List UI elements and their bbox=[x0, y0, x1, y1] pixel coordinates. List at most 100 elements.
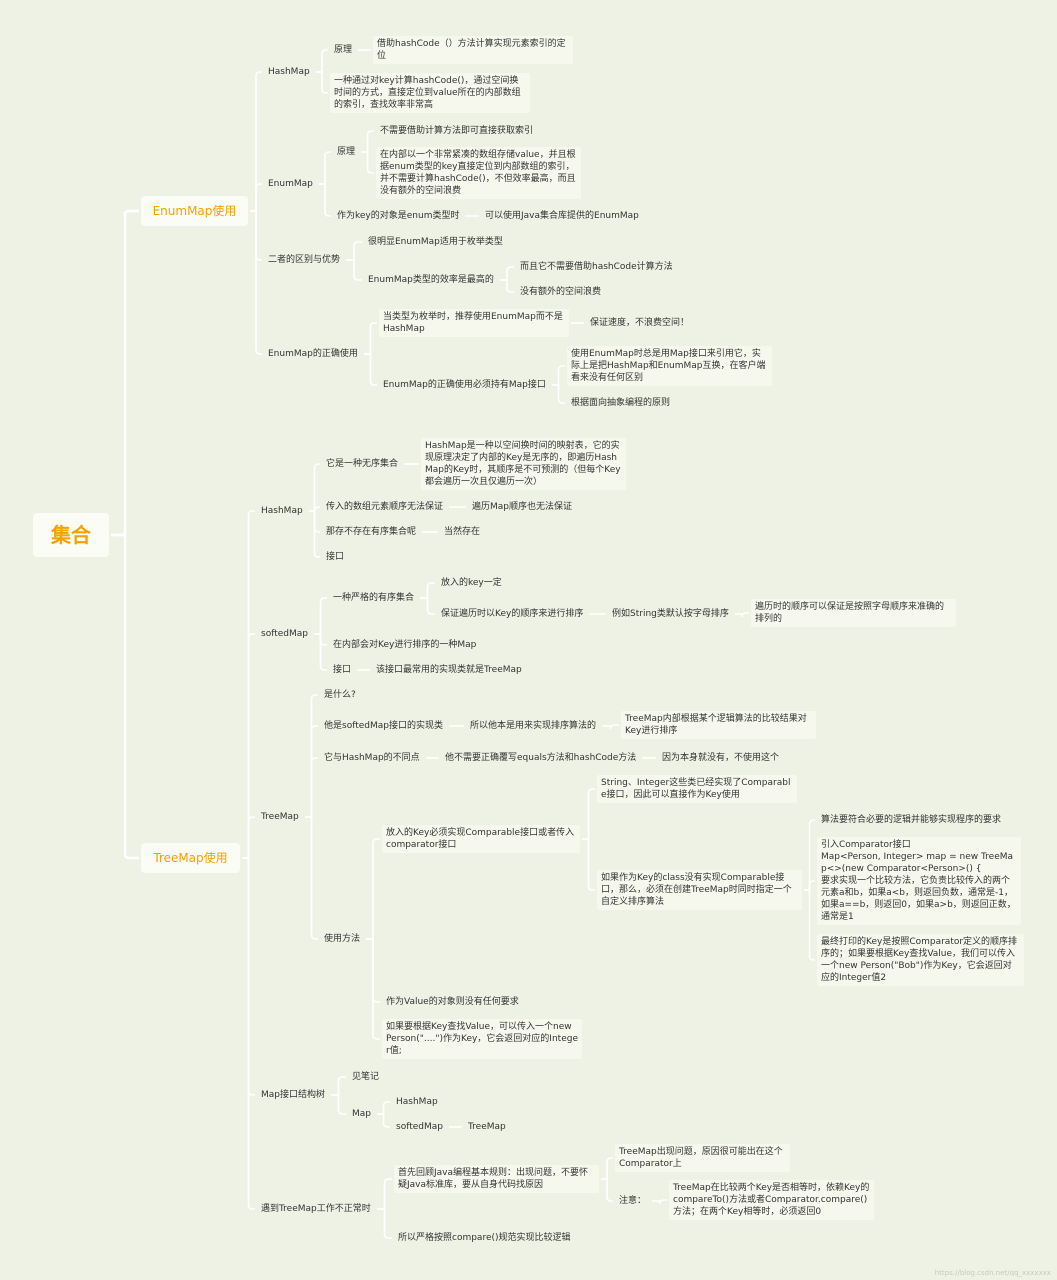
treemap-abnormal-1[interactable]: 首先回顾Java编程基本规则：出现问题，不要怀疑Java标准库，要从自身代码找原… bbox=[394, 1165, 599, 1193]
treemap-abnormal-node[interactable]: 遇到TreeMap工作不正常时 bbox=[261, 1204, 371, 1214]
difference-2[interactable]: EnumMap类型的效率是最高的 bbox=[368, 275, 494, 285]
hashmap-node[interactable]: HashMap bbox=[268, 67, 310, 77]
connector-hashmap1-hm1_principle bbox=[316, 49, 328, 73]
treemap-usage-1b1[interactable]: 算法要符合必要的逻辑并能够实现程序的要求 bbox=[821, 815, 1002, 825]
hashmap-order-node[interactable]: 传入的数组元素顺序无法保证 bbox=[326, 502, 444, 512]
treemap-impl-a[interactable]: 所以他本是用来实现排序算法的 bbox=[470, 721, 597, 731]
correct-usage-node[interactable]: EnumMap的正确使用 bbox=[268, 349, 358, 359]
connector-treemap-tm_usage bbox=[305, 816, 318, 940]
hashmap-unordered-detail[interactable]: HashMap是一种以空间换时间的映射表，它的实现原理决定了内部的Key是无序的… bbox=[421, 438, 626, 490]
connector-abn1-abn1b bbox=[601, 1178, 613, 1202]
hashmap2-node[interactable]: HashMap bbox=[261, 506, 303, 516]
connector-tree_map-tree_hm bbox=[377, 1101, 390, 1115]
sortedmap-example-detail[interactable]: 遍历时的顺序可以保证是按照字母顺序来准确的排列的 bbox=[751, 599, 956, 627]
connector-abn-abn2 bbox=[377, 1208, 392, 1239]
treemap-diff-node[interactable]: 它与HashMap的不同点 bbox=[324, 753, 420, 763]
connector-enummap-enummap2 bbox=[250, 183, 262, 212]
map-tree-hashmap[interactable]: HashMap bbox=[396, 1097, 438, 1107]
sortedmap-interface-detail[interactable]: 该接口最常用的实现类就是TreeMap bbox=[376, 665, 522, 675]
hashmap-description[interactable]: 一种通过对key计算hashCode()，通过空间换时间的方式，直接定位到val… bbox=[330, 73, 530, 113]
treemap-impl-node[interactable]: 他是softedMap接口的实现类 bbox=[324, 721, 443, 731]
hashmap-principle-detail[interactable]: 借助hashCode（）方法计算实现元素索引的定位 bbox=[373, 36, 573, 64]
connector-diff-diff1 bbox=[346, 241, 362, 261]
enummap-node[interactable]: EnumMap bbox=[268, 179, 313, 189]
connector-tm_u1-tm_u1b bbox=[582, 838, 595, 891]
enummap-usage-node[interactable]: EnumMap使用 bbox=[141, 196, 248, 226]
sortedmap-key-node[interactable]: 放入的key一定 bbox=[441, 578, 502, 588]
enummap-keytype-node[interactable]: 作为key的对象是enum类型时 bbox=[337, 211, 460, 221]
treemap-abnormal-1a[interactable]: TreeMap出现问题，原因很可能出在这个Comparator上 bbox=[615, 1144, 790, 1172]
treemap-usage-node[interactable]: TreeMap使用 bbox=[141, 843, 240, 873]
treemap-abnormal-2[interactable]: 所以严格按照compare()规范实现比较逻辑 bbox=[398, 1233, 571, 1243]
hashmap-order-detail[interactable]: 遍历Map顺序也无法保证 bbox=[472, 502, 572, 512]
connector-sm_iter_ex-sm_iter_ex2 bbox=[735, 612, 749, 618]
connector-tm_u1b-tm_u1b2 bbox=[804, 880, 815, 891]
map-tree-sortedmap[interactable]: softedMap bbox=[396, 1122, 443, 1132]
enummap-keytype-detail[interactable]: 可以使用Java集合库提供的EnumMap bbox=[485, 211, 639, 221]
connector-treemap_use-treemap bbox=[242, 816, 255, 859]
sortedmap-inner-node[interactable]: 在内部会对Key进行排序的一种Map bbox=[333, 640, 477, 650]
treemap-abnormal-note[interactable]: 注意： bbox=[619, 1196, 647, 1206]
connector-sorted-sm_iface bbox=[314, 633, 327, 671]
treemap-usage-1[interactable]: 放入的Key必须实现Comparable接口或者传入comparator接口 bbox=[382, 825, 580, 853]
connector-abn1-abn1a bbox=[601, 1157, 613, 1180]
treemap-diff-b[interactable]: 因为本身就没有，不使用这个 bbox=[662, 753, 780, 763]
treemap-abnormal-note-detail[interactable]: TreeMap在比较两个Key是否相等时，依赖Key的compareTo()方法… bbox=[669, 1180, 874, 1220]
connector-treemap_use-abn bbox=[242, 857, 255, 1210]
correct-usage-1a[interactable]: 保证速度，不浪费空间！ bbox=[590, 318, 690, 328]
correct-usage-2a[interactable]: 使用EnumMap时总是用Map接口来引用它，实际上是把HashMap和Enum… bbox=[567, 346, 772, 386]
difference-node[interactable]: 二者的区别与优势 bbox=[268, 255, 341, 265]
treemap-usage-1b[interactable]: 如果作为Key的class没有实现Comparable接口，那么，必须在创建Tr… bbox=[597, 870, 802, 910]
hashmap-sorted-answer[interactable]: 当然存在 bbox=[444, 527, 481, 537]
connector-sm_strict-sm_iter bbox=[420, 597, 435, 615]
connector-tree-tree_map bbox=[331, 1094, 346, 1115]
enummap-principle-1[interactable]: 不需要借助计算方法即可直接获取索引 bbox=[380, 126, 534, 136]
connector-abn1b-abn1b1 bbox=[652, 1199, 667, 1205]
enummap-principle-node[interactable]: 原理 bbox=[337, 147, 356, 157]
treemap-impl-b[interactable]: TreeMap内部根据某个逻辑算法的比较结果对Key进行排序 bbox=[621, 711, 816, 739]
treemap-usage-1b2[interactable]: 引入Comparator接口 Map<Person, Integer> map … bbox=[817, 837, 1021, 925]
sortedmap-interface-node[interactable]: 接口 bbox=[333, 665, 352, 675]
connector-treemap_use-sorted bbox=[242, 633, 255, 859]
difference-2a[interactable]: 而且它不需要借助hashCode计算方法 bbox=[520, 262, 673, 272]
sortedmap-strict-node[interactable]: 一种严格的有序集合 bbox=[333, 593, 415, 603]
connector-enummap2-em_keytype bbox=[319, 183, 331, 217]
treemap-diff-a[interactable]: 他不需要正确覆写equals方法和hashCode方法 bbox=[445, 753, 637, 763]
treemap-node[interactable]: TreeMap bbox=[261, 812, 299, 822]
treemap-usage-2[interactable]: 作为Value的对象则没有任何要求 bbox=[386, 997, 519, 1007]
treemap-usage-1b3[interactable]: 最终打印的Key是按照Comparator定义的顺序排序的；如果要根据Key查找… bbox=[817, 934, 1024, 986]
connector-treemap-tm_what bbox=[305, 694, 318, 818]
connector-tm_u1-tm_u1a bbox=[582, 788, 595, 840]
hashmap-interface-node[interactable]: 接口 bbox=[326, 552, 345, 562]
treemap-what-node[interactable]: 是什么? bbox=[324, 690, 356, 700]
treemap-usage-3[interactable]: 如果要根据Key查找Value，可以传入一个new Person("....")… bbox=[382, 1019, 582, 1059]
enummap-principle-2[interactable]: 在内部以一个非常紧凑的数组存储value，并且根据enum类型的key直接定位到… bbox=[376, 147, 581, 199]
map-tree-node[interactable]: Map接口结构树 bbox=[261, 1090, 325, 1100]
sortedmap-node[interactable]: softedMap bbox=[261, 629, 308, 639]
map-tree-map[interactable]: Map bbox=[352, 1109, 371, 1119]
hashmap-unordered-node[interactable]: 它是一种无序集合 bbox=[326, 459, 399, 469]
connector-tm_u1b-tm_u1b3 bbox=[804, 889, 815, 961]
sortedmap-iteration-node[interactable]: 保证遍历时以Key的顺序来进行排序 bbox=[441, 609, 584, 619]
difference-2b[interactable]: 没有额外的空间浪费 bbox=[520, 287, 602, 297]
connector-enummap-correct bbox=[250, 210, 262, 355]
correct-usage-2[interactable]: EnumMap的正确使用必须持有Map接口 bbox=[383, 380, 546, 390]
root-node[interactable]: 集合 bbox=[33, 513, 109, 557]
correct-usage-1[interactable]: 当类型为枚举时，推荐使用EnumMap而不是HashMap bbox=[379, 309, 569, 337]
hashmap-sorted-question[interactable]: 那存不存在有序集合呢 bbox=[326, 527, 417, 537]
connector-enummap-hashmap1 bbox=[250, 71, 262, 212]
connector-root-enummap bbox=[111, 209, 139, 537]
connector-tm_usage-tm_u1 bbox=[366, 838, 380, 940]
difference-1[interactable]: 很明显EnumMap适用于枚举类型 bbox=[368, 237, 503, 247]
connector-abn-abn1 bbox=[377, 1178, 392, 1210]
hashmap-principle-node[interactable]: 原理 bbox=[334, 45, 353, 55]
treemap-usage-node[interactable]: 使用方法 bbox=[324, 934, 361, 944]
map-tree-treemap[interactable]: TreeMap bbox=[468, 1122, 506, 1132]
connector-treemap_use-hashmap2 bbox=[242, 510, 255, 859]
sortedmap-example-node[interactable]: 例如String类默认按字母排序 bbox=[612, 609, 729, 619]
correct-usage-2b[interactable]: 根据面向抽象编程的原则 bbox=[571, 398, 671, 408]
connector-hashmap2-hm2_unordered bbox=[309, 463, 320, 512]
treemap-usage-1a[interactable]: String、Integer这些类已经实现了Comparable接口，因此可以直… bbox=[597, 775, 797, 803]
map-tree-note[interactable]: 见笔记 bbox=[352, 1072, 380, 1082]
